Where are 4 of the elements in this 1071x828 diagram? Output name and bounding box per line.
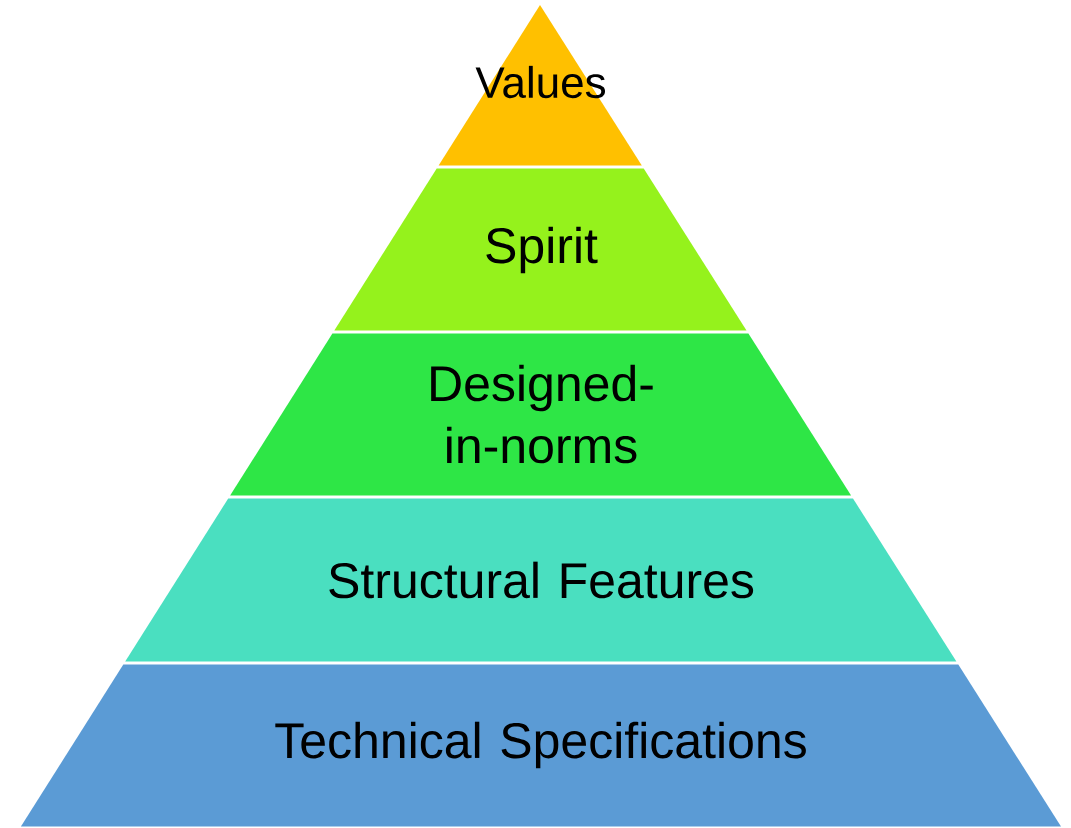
pyramid-level: Structural Features xyxy=(125,498,957,662)
pyramid-level: Spirit xyxy=(334,168,747,331)
pyramid-level: Technical Specifications xyxy=(20,664,1061,827)
pyramid-level: Designed-in-norms xyxy=(230,333,852,496)
